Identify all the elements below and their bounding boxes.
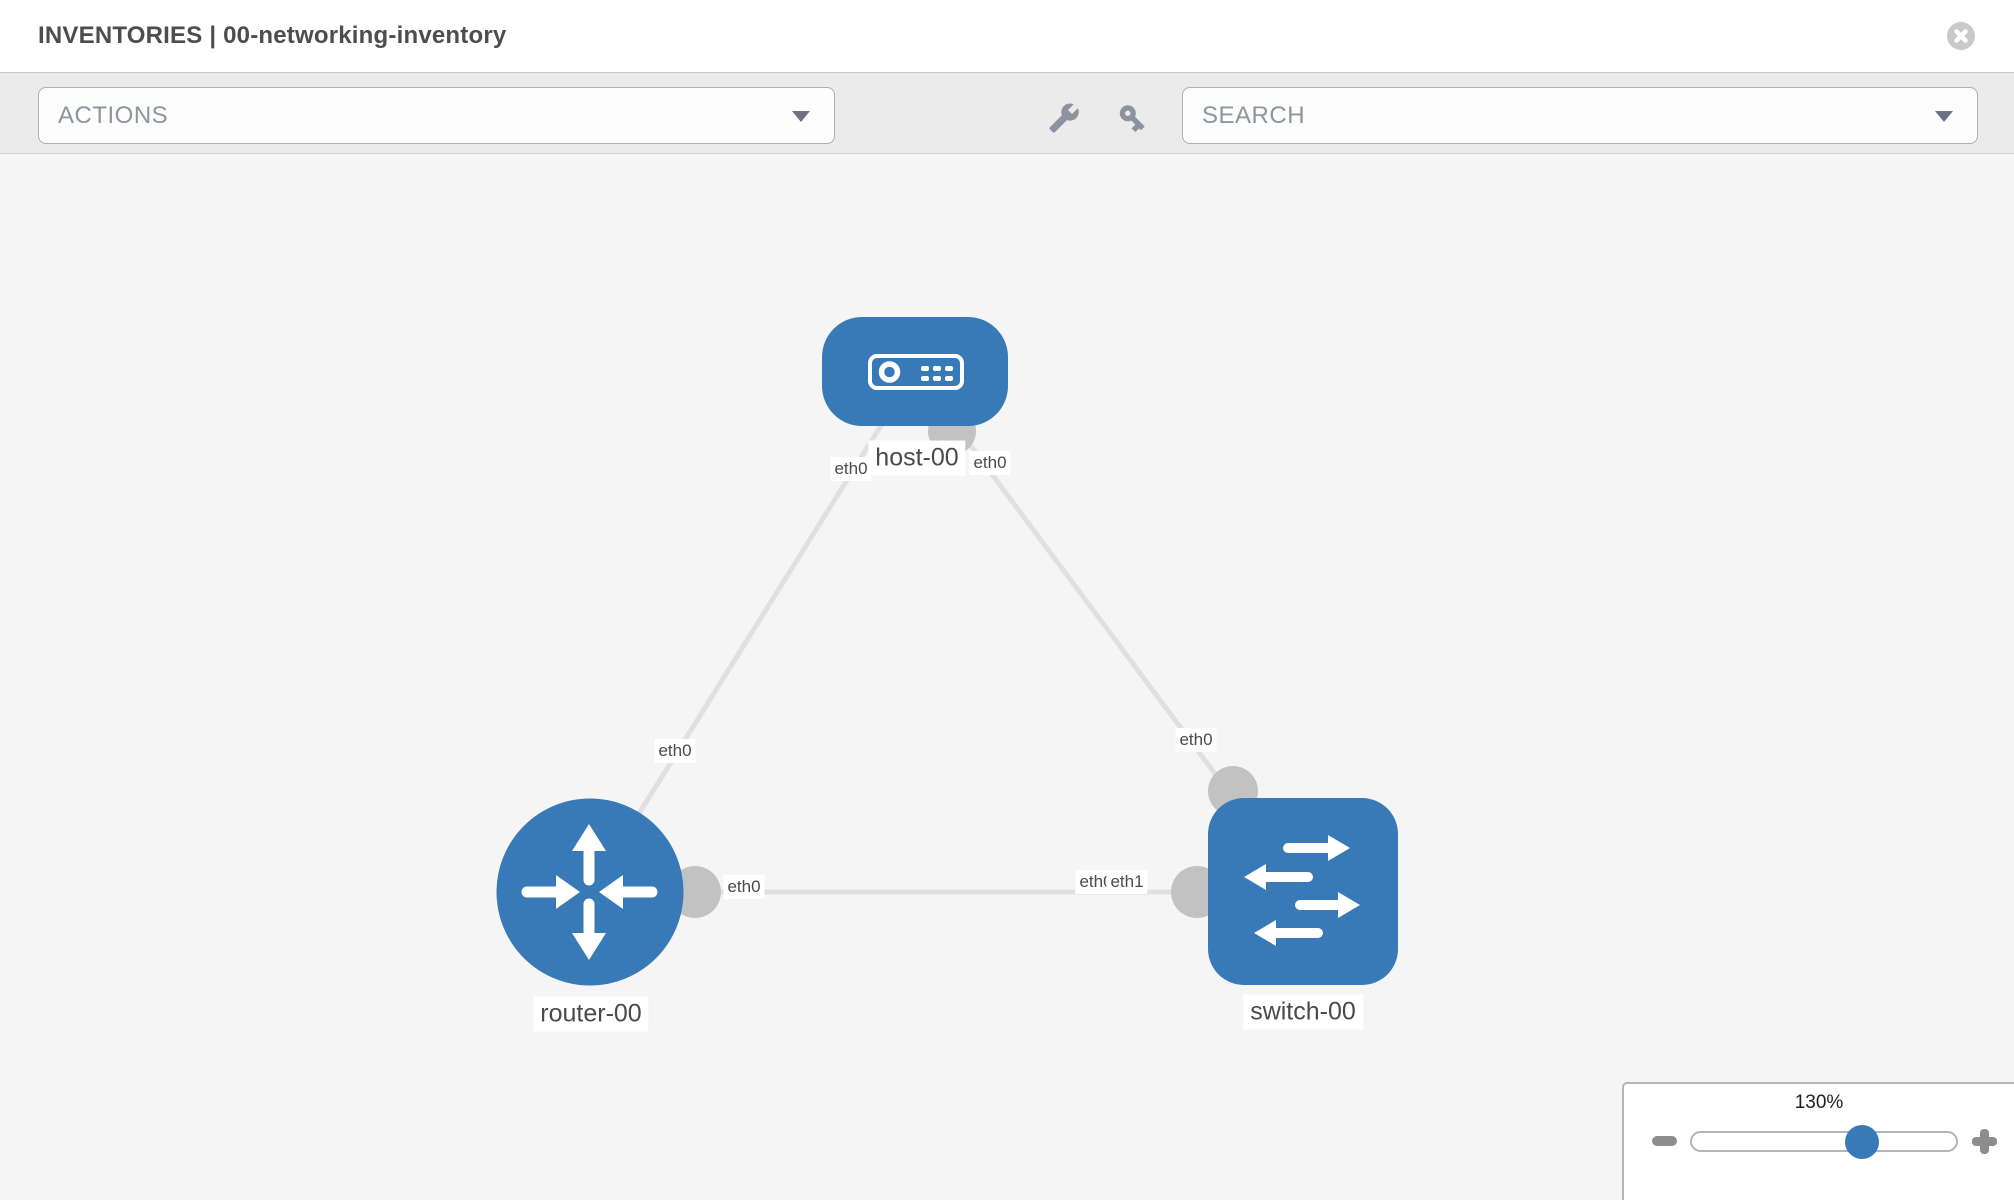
interface-label-host-router-router-end: eth0	[654, 739, 696, 763]
node-switch[interactable]	[1208, 798, 1398, 985]
node-router[interactable]	[496, 798, 684, 986]
search-dropdown-label: SEARCH	[1202, 101, 1306, 129]
chevron-down-icon	[1935, 110, 1953, 122]
header: INVENTORIES | 00-networking-inventory	[0, 0, 2014, 72]
router-icon	[521, 824, 658, 960]
credentials-button[interactable]	[1116, 102, 1149, 134]
search-dropdown[interactable]: SEARCH	[1182, 87, 1978, 144]
zoom-slider-track[interactable]	[1690, 1131, 1958, 1152]
close-button[interactable]	[1947, 22, 1975, 50]
interface-label-host-switch-switch-end: eth0	[1175, 728, 1217, 752]
interface-label-host-switch-host-end: eth0	[969, 451, 1011, 475]
plus-icon	[1980, 1129, 1989, 1154]
zoom-in-button[interactable]	[1972, 1129, 1997, 1154]
interface-label-router-switch-switch-end-front: eth1	[1106, 870, 1148, 894]
interface-label-router-switch-router-end: eth0	[723, 875, 765, 899]
host-icon	[868, 354, 964, 390]
switch-icon	[1244, 835, 1360, 946]
zoom-level-value: 130%	[1794, 1092, 1844, 1113]
interface-label-host-router-host-end: eth0	[830, 457, 872, 481]
zoom-slider-thumb[interactable]	[1845, 1125, 1879, 1159]
node-host[interactable]	[822, 317, 1008, 426]
zoom-out-button[interactable]	[1652, 1136, 1677, 1146]
wrench-icon	[1049, 103, 1079, 133]
key-icon	[1119, 105, 1145, 133]
close-icon	[1954, 29, 1968, 43]
toolbar: ACTIONS SEARCH	[0, 72, 2014, 154]
actions-dropdown-label: ACTIONS	[58, 101, 169, 129]
node-label-router: router-00	[533, 996, 649, 1032]
topology-canvas[interactable]: host-00 router-00 switch-00 eth0 eth0 et…	[0, 154, 2014, 1200]
zoom-panel: 130%	[1622, 1082, 2014, 1200]
node-label-host: host-00	[868, 440, 966, 476]
configure-tools-button[interactable]	[1047, 102, 1081, 134]
page-title: INVENTORIES | 00-networking-inventory	[38, 22, 507, 49]
actions-dropdown[interactable]: ACTIONS	[38, 87, 835, 144]
node-label-switch: switch-00	[1243, 994, 1363, 1030]
chevron-down-icon	[792, 110, 810, 122]
